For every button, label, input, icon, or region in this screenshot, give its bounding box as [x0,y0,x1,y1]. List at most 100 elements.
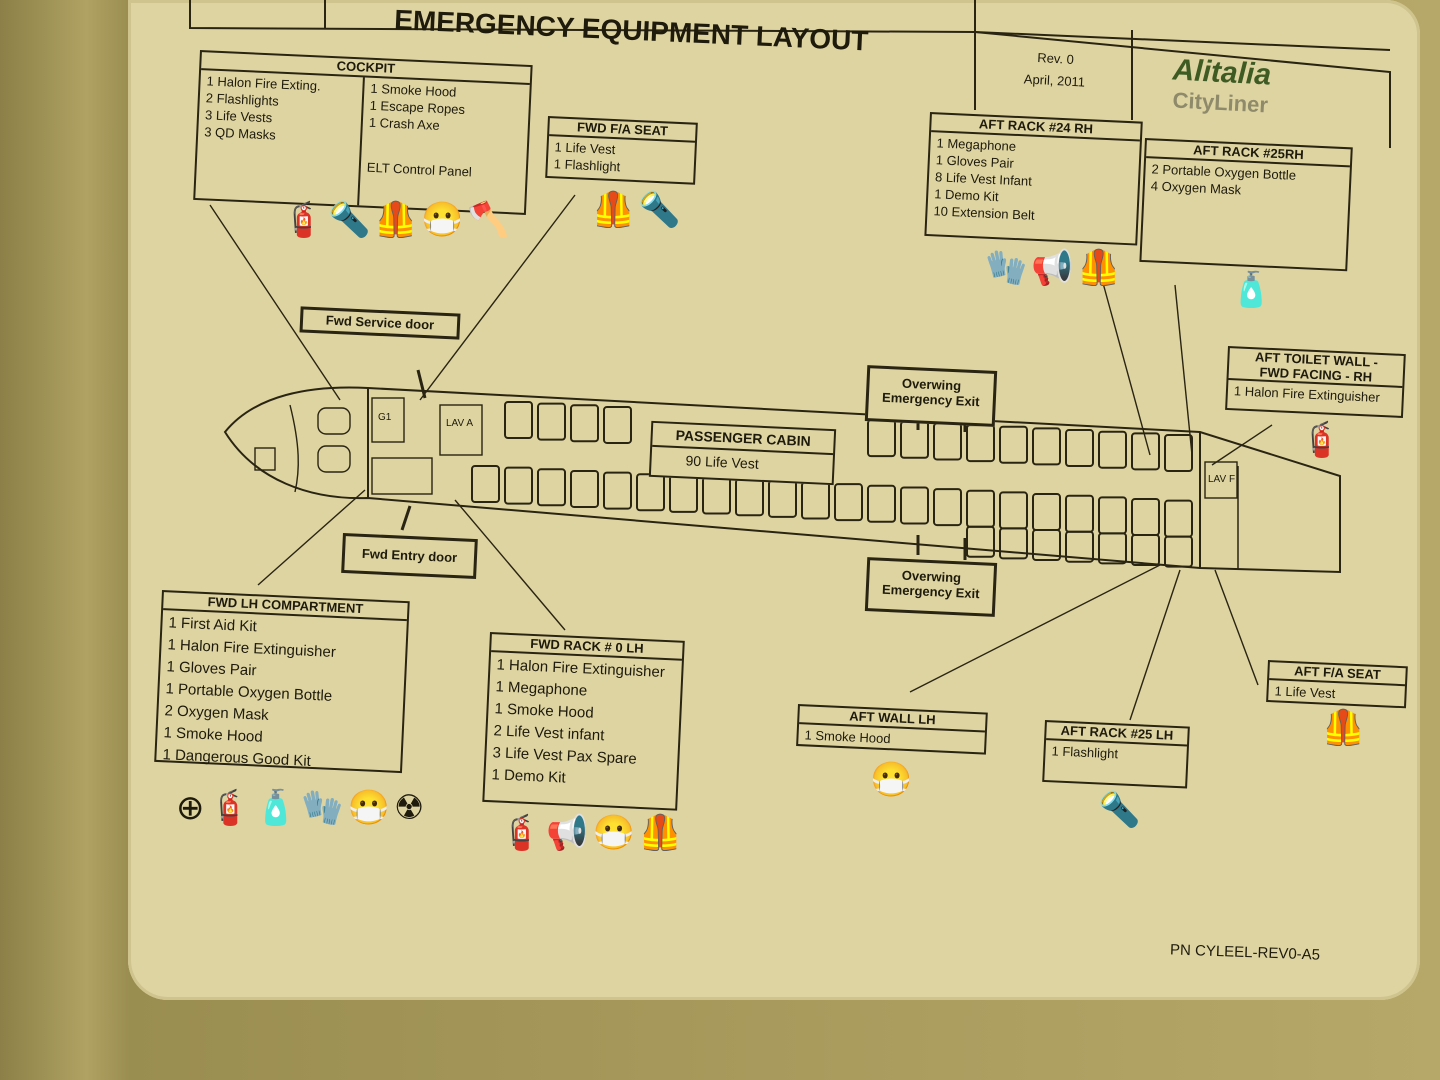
life-vest-icon: 🦺 [639,814,686,852]
seat [1032,529,1061,562]
seat [603,405,632,444]
fwd-fa-seat-list: 1 Life Vest 1 Flashlight [547,136,695,181]
fwd-entry-door-label: Fwd Entry door [341,532,478,580]
extinguisher-icon: 🧯 [208,789,255,827]
seat [999,491,1028,530]
seat [570,404,599,443]
seat [570,469,599,508]
aft-rack-24-list: 1 Megaphone 1 Gloves Pair 8 Life Vest In… [927,132,1140,230]
seat [1131,498,1160,536]
seat [471,465,500,503]
seat [603,471,632,510]
galley-label: G1 [378,412,392,423]
fwd-fa-seat-box: FWD F/A SEAT 1 Life Vest 1 Flashlight [545,116,698,185]
seat [504,466,533,505]
aft-toilet-wall-icons: 🧯 [1300,422,1346,458]
aft-wall-lh-icons: 😷 [870,762,916,798]
lav-f-label: LAV F [1208,474,1236,485]
seat [1131,534,1160,566]
overwing-exit-bottom-label: Overwing Emergency Exit [864,557,998,617]
life-vest-icon: 🦺 [374,201,422,239]
seat [900,420,929,459]
aft-rack-24-icons: 🧤📢🦺 [985,250,1124,286]
gloves-icon: 🧤 [301,789,348,827]
smoke-hood-icon: 😷 [347,789,394,827]
list-item: 1 Life Vest [1274,683,1336,702]
megaphone-icon: 📢 [546,814,593,852]
megaphone-icon: 📢 [1031,249,1078,287]
seat [999,527,1028,560]
flashlight-icon: 🔦 [1098,791,1145,829]
seat [801,481,830,520]
cockpit-box: COCKPIT 1 Halon Fire Exting. 2 Flashligh… [193,50,533,215]
seat [933,422,962,461]
oxygen-bottle-icon: 🧴 [1230,271,1277,309]
fwd-lh-compartment-box: FWD LH COMPARTMENT 1 First Aid Kit 1 Hal… [154,590,410,774]
radiation-icon: ☢ [393,789,429,827]
fwd-rack-0-list: 1 Halon Fire Extinguisher 1 Megaphone 1 … [485,652,682,797]
life-vest-icon: 🦺 [1322,709,1369,747]
list-item: 1 Halon Fire Extinguisher [1233,383,1381,405]
extinguisher-icon: 🧯 [500,814,547,852]
seat [933,488,962,527]
seat [1065,530,1094,563]
seat [1098,532,1127,565]
overwing-exit-top-label: Overwing Emergency Exit [864,365,998,427]
life-vest-icon: 🦺 [592,191,639,229]
list-item: 1 Smoke Hood [804,727,891,747]
aft-toilet-wall-box: AFT TOILET WALL - FWD FACING - RH 1 Halo… [1225,346,1406,419]
seat [1065,494,1094,533]
seat [669,474,698,513]
cockpit-list-right: 1 Smoke Hood 1 Escape Ropes 1 Crash Axe … [359,78,482,211]
fwd-fa-seat-icons: 🦺🔦 [592,192,685,228]
aft-rack-25lh-icons: 🔦 [1098,792,1144,828]
smoke-hood-icon: 😷 [870,761,917,799]
seat [1098,430,1127,469]
seat [702,476,731,515]
fwd-lh-compartment-icons: ⊕🧯🧴🧤😷☢ [176,790,428,826]
fwd-rack-0-box: FWD RACK # 0 LH 1 Halon Fire Extinguishe… [482,632,685,811]
seat [966,489,995,528]
seat [867,484,896,523]
seat [504,401,533,439]
seat [1164,499,1193,538]
seat [537,402,566,441]
seat [636,473,665,512]
seat [1032,493,1061,532]
seat [735,478,764,517]
first-aid-icon: ⊕ [176,789,209,827]
passenger-cabin-box: PASSENGER CABIN 90 Life Vest [648,420,837,486]
life-vest-icon: 🦺 [1077,249,1125,287]
seat [999,425,1028,464]
seat [1098,496,1127,535]
aft-fa-seat-icons: 🦺 [1322,710,1368,746]
seat [768,479,797,518]
cockpit-list-left: 1 Halon Fire Exting. 2 Flashlights 3 Lif… [195,70,365,206]
flashlight-icon: 🔦 [638,191,685,229]
aft-fa-seat-box: AFT F/A SEAT 1 Life Vest [1266,660,1408,709]
axe-icon: 🪓 [467,201,514,239]
seat [966,525,995,558]
aft-rack-25rh-box: AFT RACK #25RH 2 Portable Oxygen Bottle … [1139,138,1353,272]
list-item: 1 Flashlight [1051,743,1119,762]
extinguisher-icon: 🧯 [282,201,329,239]
fwd-lh-compartment-list: 1 First Aid Kit 1 Halon Fire Extinguishe… [156,610,407,779]
gloves-icon: 🧤 [985,249,1032,287]
seat [537,468,566,507]
seat [966,424,995,463]
cockpit-icons: 🧯🔦🦺😷🪓 [282,202,514,238]
aft-rack-24-box: AFT RACK #24 RH 1 Megaphone 1 Gloves Pai… [924,112,1143,246]
lav-a-label: LAV A [446,418,474,429]
seat [1032,427,1061,466]
extinguisher-icon: 🧯 [1300,421,1347,459]
seat [1164,434,1193,472]
seat [900,486,929,525]
smoke-hood-icon: 😷 [421,201,468,239]
smoke-hood-icon: 😷 [592,814,640,852]
oxygen-bottle-icon: 🧴 [254,789,302,827]
aft-wall-lh-box: AFT WALL LH 1 Smoke Hood [796,704,988,755]
placard [128,0,1420,1000]
aft-rack-25lh-box: AFT RACK #25 LH 1 Flashlight [1042,720,1190,789]
